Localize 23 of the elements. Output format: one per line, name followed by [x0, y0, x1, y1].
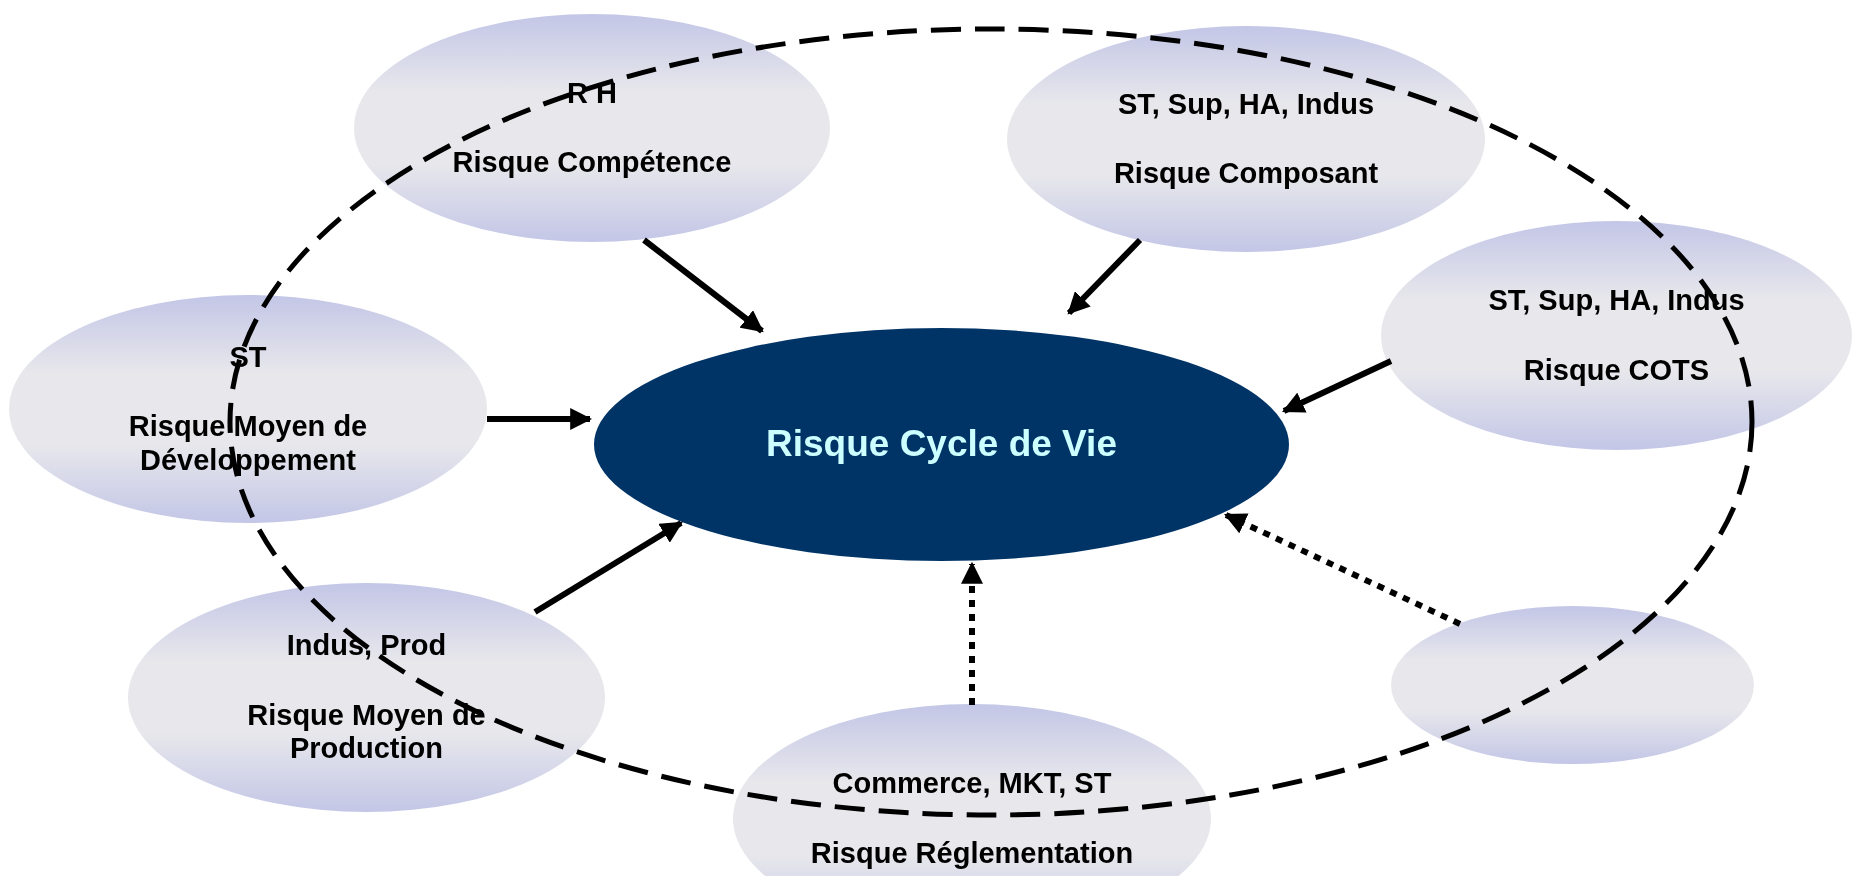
- arrow: [487, 408, 593, 430]
- risk-ellipse: [9, 295, 487, 523]
- risk-ellipse: [354, 14, 830, 242]
- risk-label: Risque Compétence: [452, 146, 732, 180]
- arrow: [1282, 358, 1393, 414]
- arrow: [642, 237, 764, 334]
- risk-label: Risque Composant: [1113, 157, 1379, 191]
- arrow: [533, 520, 683, 615]
- center-ellipse: [594, 328, 1289, 561]
- owner-label: ST: [229, 341, 267, 375]
- arrow: [1224, 512, 1462, 627]
- risk-ellipse: [1007, 26, 1485, 252]
- empty-ellipse: [1391, 606, 1754, 764]
- risk-label: Risque COTS: [1523, 353, 1710, 387]
- owner-label: Indus, Prod: [286, 629, 447, 663]
- risk-ellipse: [1381, 221, 1852, 450]
- center-title: Risque Cycle de Vie: [766, 422, 1117, 467]
- arrow: [961, 561, 983, 705]
- risk-label: Risque Réglementation: [810, 836, 1134, 870]
- owner-label: Commerce, MKT, ST: [832, 767, 1112, 801]
- arrow: [1066, 237, 1143, 316]
- risk-ellipse: [128, 583, 605, 812]
- owner-label: ST, Sup, HA, Indus: [1117, 87, 1375, 121]
